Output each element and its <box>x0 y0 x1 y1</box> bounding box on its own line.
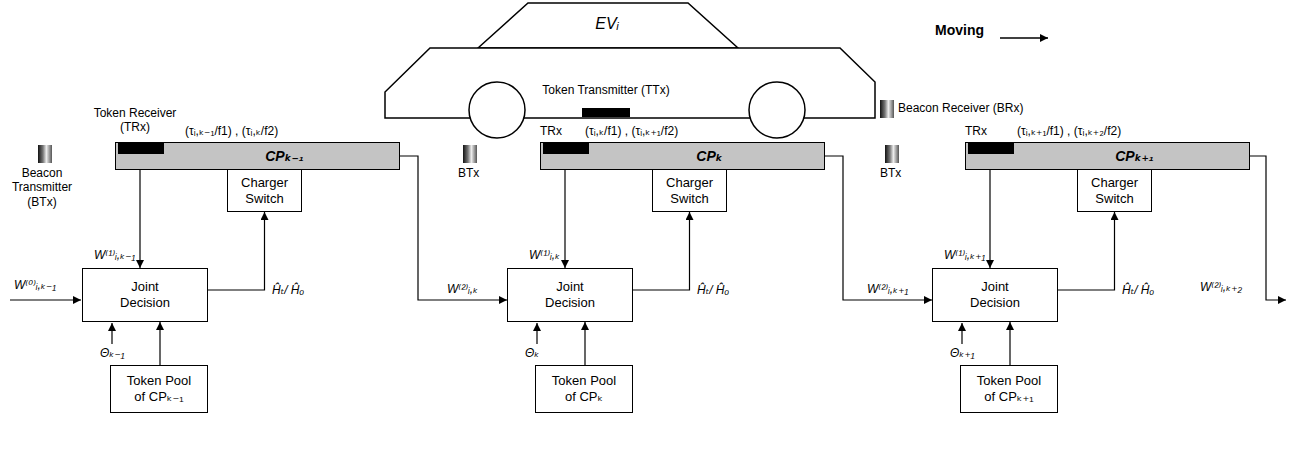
node-text: CPₖ₋₁ <box>265 148 304 165</box>
token-pool-box: Token Pool of CPₖ <box>535 365 633 413</box>
signal-connector <box>208 212 265 290</box>
joint-decision-box: Joint Decision <box>82 268 208 322</box>
signal-connector <box>825 156 932 300</box>
annotation-label: (τᵢ,ₖ/f1) , (τᵢ,ₖ₊₁/f2) <box>585 124 678 138</box>
node-text: CPₖ₊₁ <box>1115 148 1154 165</box>
node-text: Joint Decision <box>538 279 602 310</box>
signal-connector <box>633 212 690 290</box>
annotation-label: Token Receiver (TRx) <box>92 106 178 135</box>
joint-decision-box: Joint Decision <box>507 268 633 322</box>
signal-label: Ĥₜ/ Ĥₒ <box>696 283 730 297</box>
theta-arrow <box>111 323 112 344</box>
annotation-label: (τᵢ,ₖ₊₁/f1) , (τᵢ,ₖ₊₂/f2) <box>1017 124 1121 138</box>
beacon-transmitter-symbol <box>885 145 899 163</box>
vehicle-drawing <box>380 0 880 142</box>
annotation-label: BTx <box>458 166 479 180</box>
node-text: Charger Switch <box>1084 175 1145 206</box>
annotation-label: Moving <box>935 22 984 39</box>
annotation-label: Beacon Transmitter (BTx) <box>2 166 82 209</box>
node-text: Token Pool of CPₖ₋₁ <box>125 373 193 404</box>
annotation-label: W⁽²⁾ᵢ,ₖ₊₂ <box>1200 280 1242 294</box>
signal-connector <box>159 322 160 365</box>
token-pool-box: Token Pool of CPₖ₊₁ <box>960 365 1058 413</box>
node-text: Charger Switch <box>234 175 295 206</box>
node-text: Token Pool of CPₖ₊₁ <box>975 373 1043 404</box>
moving-arrow <box>1000 37 1048 39</box>
signal-label: Ĥₜ/ Ĥₒ <box>271 283 305 297</box>
signal-connector <box>564 170 565 268</box>
node-text: Joint Decision <box>113 279 177 310</box>
charging-pad: CPₖ₊₁ <box>965 142 1250 170</box>
signal-connector <box>1009 322 1010 365</box>
annotation-label: TRx <box>965 124 987 138</box>
node-text: Joint Decision <box>963 279 1027 310</box>
signal-label: Ĥₜ/ Ĥₒ <box>1121 283 1155 297</box>
input-arrow <box>10 299 81 300</box>
annotation-label: Beacon Receiver (BRx) <box>898 101 1023 115</box>
node-text: CPₖ <box>696 148 722 165</box>
node-text: Token Pool of CPₖ <box>550 373 618 404</box>
theta-arrow <box>961 323 962 344</box>
token-receiver-symbol <box>543 143 589 154</box>
vehicle-outline: EVᵢToken Transmitter (TTx) <box>380 0 880 142</box>
annotation-label: TRx <box>540 124 562 138</box>
annotation-label: Θₖ₊₁ <box>950 346 975 360</box>
signal-connector <box>139 170 140 268</box>
token-receiver-symbol <box>118 143 164 154</box>
output-arrow <box>1250 156 1286 300</box>
beacon-transmitter-symbol <box>38 145 52 163</box>
signal-connector <box>584 322 585 365</box>
signal-label: W⁽²⁾ᵢ,ₖ <box>446 282 479 296</box>
annotation-label: (τᵢ,ₖ₋₁/f1) , (τᵢ,ₖ/f2) <box>185 124 278 138</box>
signal-connector <box>1058 212 1115 290</box>
annotation-label: Θₖ₋₁ <box>100 346 125 360</box>
annotation-label: BTx <box>880 166 901 180</box>
node-text: Token Transmitter (TTx) <box>526 83 686 97</box>
charging-pad: CPₖ₋₁ <box>115 142 400 170</box>
charging-pad: CPₖ <box>540 142 825 170</box>
wheel <box>469 82 525 138</box>
beacon-receiver-symbol <box>880 100 894 118</box>
joint-decision-box: Joint Decision <box>932 268 1058 322</box>
theta-arrow <box>536 323 537 344</box>
node-text: EVᵢ <box>547 14 667 33</box>
signal-label: W⁽¹⁾ᵢ,ₖ₊₁ <box>943 248 986 262</box>
token-receiver-symbol <box>968 143 1014 154</box>
wheel <box>749 82 805 138</box>
annotation-label: W⁽⁰⁾ᵢ,ₖ₋₁ <box>14 278 56 292</box>
signal-label: W⁽²⁾ᵢ,ₖ₊₁ <box>866 282 909 296</box>
signal-label: W⁽¹⁾ᵢ,ₖ <box>528 248 561 262</box>
charger-switch-box: Charger Switch <box>652 169 727 212</box>
annotation-label: Θₖ <box>525 346 539 360</box>
signal-label: W⁽¹⁾ᵢ,ₖ₋₁ <box>93 248 136 262</box>
token-pool-box: Token Pool of CPₖ₋₁ <box>110 365 208 413</box>
vehicle-cabin <box>478 3 738 48</box>
charger-switch-box: Charger Switch <box>1077 169 1152 212</box>
token-transmitter-symbol <box>582 108 630 117</box>
beacon-transmitter-symbol <box>463 145 477 163</box>
signal-connector <box>400 156 507 300</box>
node-text: Charger Switch <box>659 175 720 206</box>
charger-switch-box: Charger Switch <box>227 169 302 212</box>
signal-connector <box>989 170 990 268</box>
